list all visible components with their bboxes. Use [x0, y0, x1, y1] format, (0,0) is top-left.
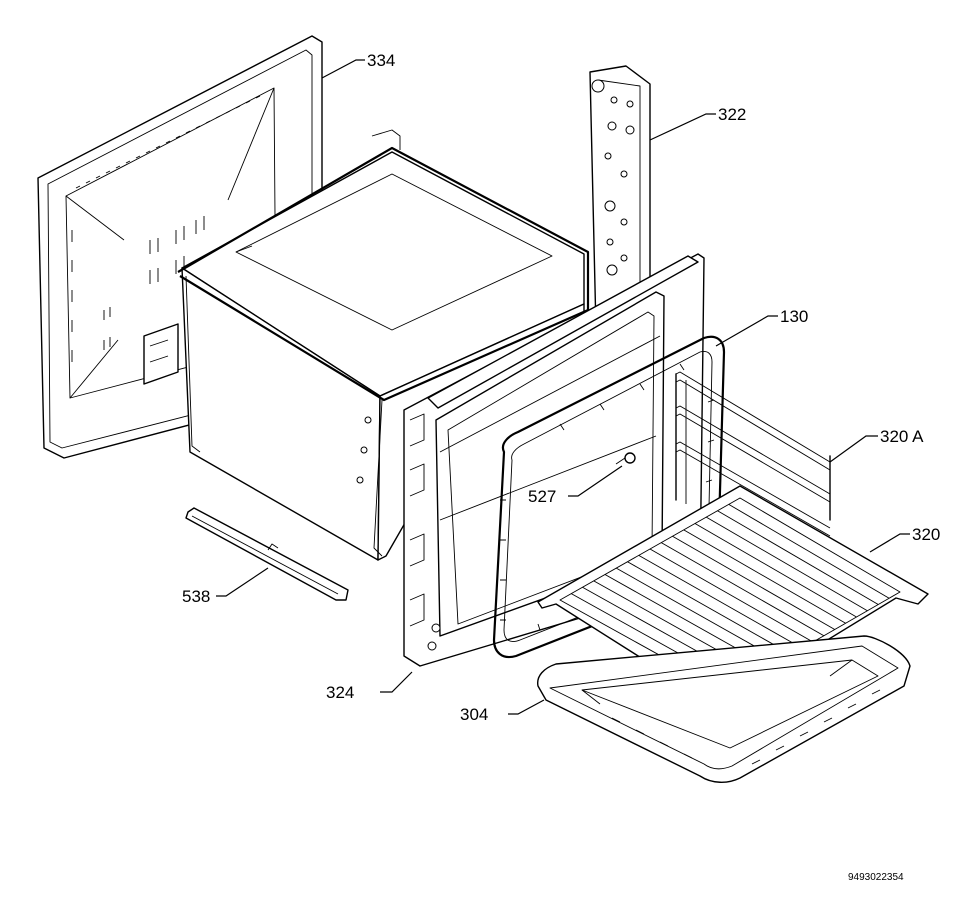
lamp-holder-527	[615, 452, 636, 465]
shelf-rod	[616, 567, 781, 662]
shelf-rod	[649, 548, 814, 643]
part-label-324: 324	[326, 683, 354, 702]
shelf-rod	[728, 503, 890, 599]
wire-shelf-320	[537, 485, 929, 705]
drawing-code: 9493022354	[848, 872, 904, 883]
leader-538	[216, 567, 269, 597]
part-label-130: 130	[780, 307, 808, 326]
shelf-rod	[706, 516, 868, 612]
part-label-538: 538	[182, 587, 210, 606]
part-label-527: 527	[528, 487, 556, 506]
guide-strip-538	[185, 507, 349, 601]
part-label-334: 334	[367, 51, 395, 70]
shelf-rod	[717, 510, 879, 605]
shelf-rod	[638, 554, 803, 649]
baking-tray-304	[537, 635, 911, 783]
leader-304	[508, 699, 545, 715]
part-label-320: 320	[912, 525, 940, 544]
shelf-rod	[694, 523, 857, 618]
part-label-322: 322	[718, 105, 746, 124]
leader-320	[869, 533, 910, 553]
leader-334	[321, 59, 365, 79]
leader-322	[649, 113, 716, 141]
leader-527	[568, 465, 623, 497]
leader-130	[715, 315, 778, 347]
shelf-rod	[661, 542, 825, 637]
leader-320a	[829, 435, 878, 463]
shelf-rod	[672, 535, 835, 630]
leader-324	[380, 671, 413, 693]
shelf-runners-320a	[675, 371, 831, 537]
shelf-rod	[683, 529, 846, 624]
part-label-304: 304	[460, 705, 488, 724]
part-label-320a: 320 A	[880, 427, 924, 446]
shelf-rod	[627, 561, 792, 655]
